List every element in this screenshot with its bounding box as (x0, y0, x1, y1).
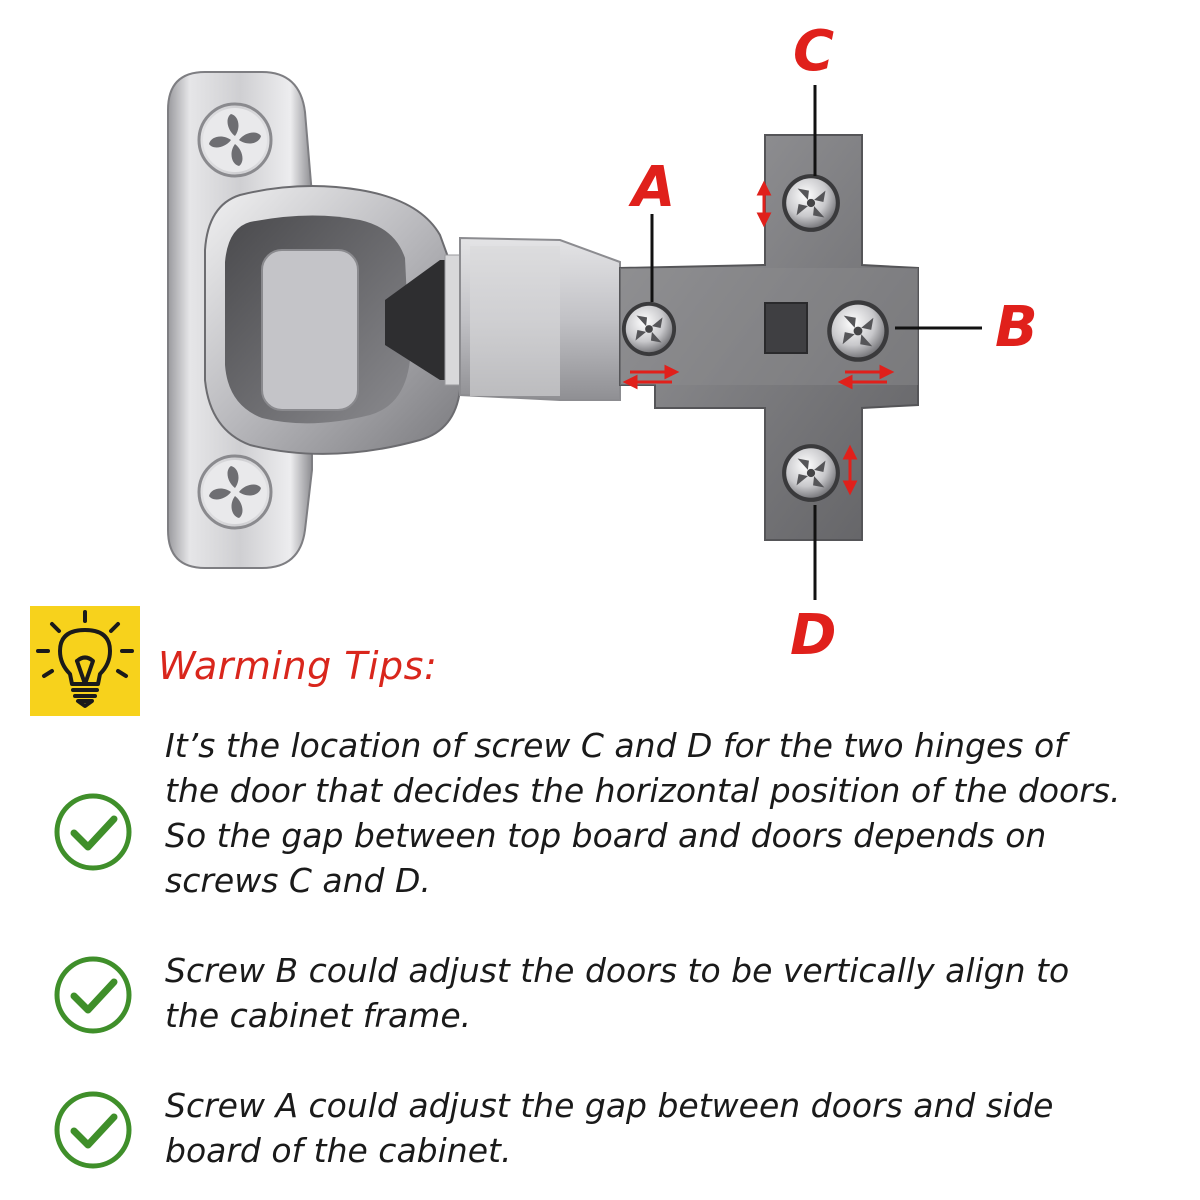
plate-screw-top (197, 102, 273, 178)
callout-label-c: C (793, 19, 835, 84)
check-circle-icon (54, 1091, 132, 1169)
check-circle-icon (54, 793, 132, 871)
tip-item: It’s the location of screw C and D for t… (50, 723, 1150, 913)
callout-label-a: A (632, 155, 676, 220)
lightbulb-icon (30, 606, 140, 716)
hinge-diagram (167, 71, 982, 600)
screw-d (782, 444, 840, 502)
screw-b (827, 300, 889, 362)
leader-lines (650, 85, 982, 600)
tips-header: Warming Tips: (30, 606, 730, 716)
tips-title: Warming Tips: (158, 644, 438, 688)
screw-c (782, 174, 840, 232)
adjustment-slot (764, 302, 808, 354)
callout-label-b: B (995, 295, 1038, 360)
tip-text: It’s the location of screw C and D for t… (165, 726, 1121, 900)
tip-text: Screw A could adjust the gap between doo… (165, 1086, 1054, 1170)
plate-screw-bottom (197, 454, 273, 530)
callout-label-d: D (790, 603, 837, 668)
screw-a (621, 301, 677, 357)
tip-item: Screw B could adjust the doors to be ver… (50, 948, 1150, 1048)
cup-block (261, 249, 359, 411)
adjust-arrows (622, 180, 895, 496)
check-circle-icon (54, 956, 132, 1034)
tip-text: Screw B could adjust the doors to be ver… (165, 951, 1070, 1035)
tip-item: Screw A could adjust the gap between doo… (50, 1083, 1150, 1183)
